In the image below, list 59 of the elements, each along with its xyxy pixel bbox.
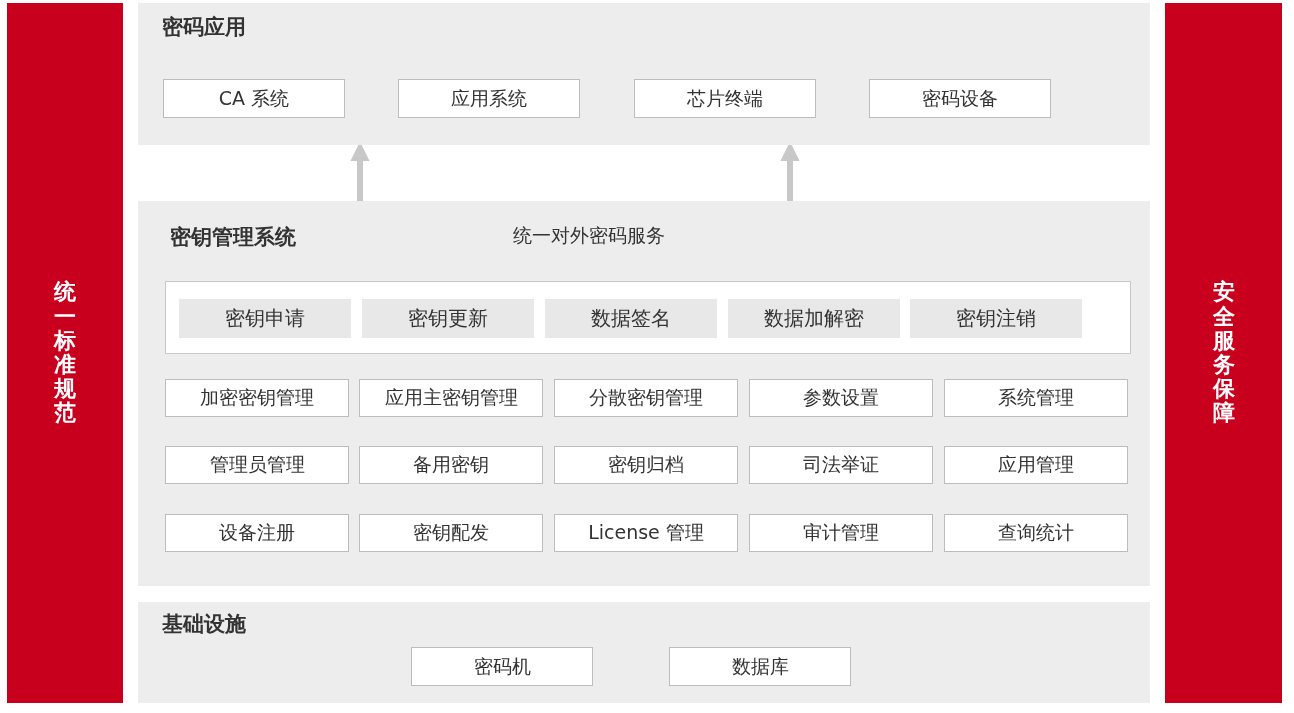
module-label: 应用系统 [451, 85, 527, 111]
module-box [554, 446, 738, 484]
module-box [634, 79, 816, 118]
side-label: 安全服务保障 [1212, 280, 1235, 426]
module-box [165, 514, 349, 552]
module-box [165, 446, 349, 484]
module-label: 司法举证 [803, 452, 879, 477]
module-box [411, 647, 593, 686]
module-box [944, 379, 1128, 417]
module-box [359, 446, 543, 484]
module-box [749, 379, 933, 417]
layer-panel [138, 3, 1150, 145]
service-frame [165, 281, 1131, 354]
module-box [398, 79, 580, 118]
module-label: 密码设备 [922, 85, 998, 111]
module-box [163, 79, 345, 118]
module-label: 密钥归档 [608, 452, 684, 477]
side-banner [1165, 3, 1282, 703]
side-label: 统一标准规范 [54, 280, 76, 426]
module-label: 备用密钥 [413, 452, 489, 477]
module-label: 参数设置 [803, 385, 879, 410]
module-label: 数据签名 [591, 305, 671, 332]
layer-panel [138, 602, 1150, 703]
module-box [554, 514, 738, 552]
module-label: 数据库 [731, 653, 789, 679]
layer-heading: 密码应用 [162, 14, 246, 41]
module-label: 加密密钥管理 [200, 385, 314, 410]
module-label: 设备注册 [219, 520, 295, 545]
module-label: 密钥配发 [413, 520, 489, 545]
module-label: 芯片终端 [687, 85, 763, 111]
module-label: License 管理 [588, 520, 704, 545]
module-label: 应用管理 [998, 452, 1074, 477]
module-label: 密钥注销 [956, 305, 1036, 332]
module-label: 应用主密钥管理 [384, 385, 518, 410]
module-box [359, 514, 543, 552]
module-label: 密钥更新 [408, 305, 488, 332]
module-box [749, 514, 933, 552]
module-box [669, 647, 851, 686]
module-label: 管理员管理 [209, 452, 305, 477]
module-label: 密码机 [473, 653, 531, 679]
module-label: 系统管理 [998, 385, 1074, 410]
layer-heading: 密钥管理系统 [170, 224, 296, 251]
module-box [165, 379, 349, 417]
module-box [944, 446, 1128, 484]
module-label: 数据加解密 [764, 305, 864, 332]
layer-subtitle: 统一对外密码服务 [513, 223, 665, 248]
module-label: CA 系统 [218, 85, 290, 111]
side-banner [7, 3, 123, 703]
layer-panel [138, 201, 1150, 586]
module-box [944, 514, 1128, 552]
module-box [749, 446, 933, 484]
module-box [554, 379, 738, 417]
module-label: 查询统计 [998, 520, 1074, 545]
module-label: 分散密钥管理 [589, 385, 703, 410]
module-label: 审计管理 [803, 520, 879, 545]
module-label: 密钥申请 [225, 305, 305, 332]
module-box [869, 79, 1051, 118]
layer-heading: 基础设施 [162, 611, 246, 638]
module-box [359, 379, 543, 417]
